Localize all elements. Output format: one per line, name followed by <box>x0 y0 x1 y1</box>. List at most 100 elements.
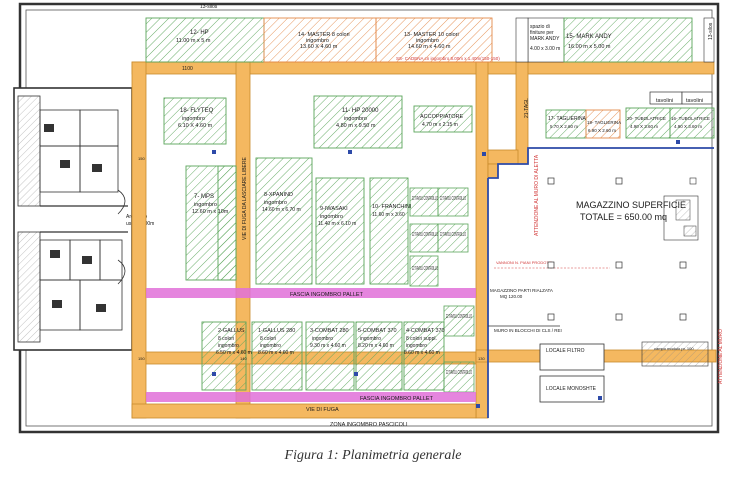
machine-master14 <box>263 17 377 63</box>
flyteq-dim: 6.10 X 4.60 m <box>178 123 213 129</box>
silos-right-label: 13-silos <box>708 22 714 40</box>
taglierina19-dim: 6.90 X 2.60 m <box>588 128 616 133</box>
master14-label: 14- MASTER 8 colori <box>298 32 350 38</box>
combat3-dim: 9.30 m x 4.60 m <box>310 343 346 349</box>
mps-sub: ingombro <box>194 202 217 208</box>
fascia-pallet-top <box>146 288 476 298</box>
taglierina17-label: 17- TAGLIERINA <box>548 116 587 122</box>
mps-dim: 12.60 m x 10m <box>192 209 229 215</box>
machine-hp20000 <box>313 95 403 149</box>
markandy-space-dim: 4.00 x 3.00 m <box>530 46 560 52</box>
machine-combat4 <box>403 321 445 391</box>
master14-sub: ingombro <box>306 38 329 44</box>
combat5-label: 5-COMBAT 370 <box>358 328 397 334</box>
tavoli-label-7: 22 TAVOLI CONTROLLO <box>446 370 472 376</box>
machine-gallus2 <box>201 321 247 391</box>
attenzione-right-label: ATTENZIONE AL MURO <box>718 329 724 384</box>
locale-filtro-label: LOCALE FILTRO <box>546 348 585 354</box>
hp12-dim: 11.00 m x 5 m <box>176 38 211 44</box>
master13-label: 13- MASTER 10 colori <box>404 32 459 38</box>
extinguisher-marks <box>212 140 680 408</box>
tubolatrice20-dim: 4.90 X 3.60 m <box>630 124 658 129</box>
dim-1100: 1100 <box>182 66 193 72</box>
machine-combat3 <box>305 321 355 391</box>
gallus1-b: ingombro <box>260 343 281 349</box>
tavolini-2-label: tavolini <box>686 98 703 104</box>
machine-iwasaki <box>315 177 365 285</box>
machine-tubolatrice20 <box>625 107 671 139</box>
iwasaki-label: 9-IWASAKI <box>320 206 348 212</box>
muro-label: MURO IN BLOCCHI DI CLS / REI <box>494 328 562 333</box>
accoppiatore-label: ACCOPPIATORE <box>420 114 464 120</box>
gallus1-a: 8 colori <box>260 336 276 342</box>
fascia-pallet-bottom <box>146 392 476 402</box>
hp20000-dim: 4.80 m x 9.50 m <box>336 123 376 129</box>
machine-xpanind <box>255 157 313 285</box>
xpanind-sub: ingombro <box>264 200 287 206</box>
combat5-dim: 8.20 m x 4.60 m <box>358 343 394 349</box>
machine-taglierina19 <box>585 109 621 139</box>
office-block <box>13 87 133 351</box>
zona-pascicoli-label: ZONA INGOMBRO PASCICOLI <box>330 422 408 428</box>
fascia-pallet-bottom-label: FASCIA INGOMBRO PALLET <box>360 396 434 402</box>
vie-fuga-label: VIE DI FUGA <box>306 407 339 413</box>
fascia-pallet-top-label: FASCIA INGOMBRO PALLET <box>290 292 364 298</box>
gallus1-dim: 8.60 m x 4.60 m <box>258 350 294 356</box>
machine-mps-ext <box>217 165 237 281</box>
warehouse-pillars <box>547 177 687 321</box>
tubolatrice16-label: 16- TUBOLATRICE <box>671 116 710 121</box>
combat4-b: ingombro <box>406 343 427 349</box>
master14-dim: 13.60 X 4.60 m <box>300 44 338 50</box>
iwasaki-dim: 11.40 m x 6.10 m <box>318 221 356 227</box>
tubolatrice16-dim: 4.90 X 3.60 m <box>674 124 702 129</box>
machine-tubolatrice16 <box>669 107 715 139</box>
warehouse-wall <box>488 147 714 179</box>
campo-label: campo modulo pr. 100 <box>654 346 694 351</box>
silos-top-label: 13-silos <box>200 4 218 10</box>
franchini-label: 10- FRANCHINI <box>372 204 412 210</box>
machine-franchini <box>369 177 409 285</box>
tavolini-2 <box>681 91 713 105</box>
combat3-label: 3-COMBAT 280 <box>310 328 349 334</box>
flyteq-sub: ingombro <box>182 116 205 122</box>
spazio3-label: MARK ANDY <box>530 36 560 42</box>
gallus2-dim: 6.50 m x 4.60 m <box>216 350 252 356</box>
vie-fuga-vert-label: VIE DI FUGA DA LASCIARE LIBERE <box>242 157 248 240</box>
locale-monoshte <box>539 375 605 403</box>
taglierina17-dim: 5.70 X 2.60 m <box>550 124 578 129</box>
tavoli-label-5: 22 TAVOLI CONTROLLO <box>412 266 438 272</box>
locale-monoshte-label: LOCALE MONOSHTE <box>546 386 597 392</box>
combat5-a: ingombro <box>360 336 381 342</box>
taglierina19-label: 19- TAGLIERINA <box>587 120 621 125</box>
gallus2-b: ingombro <box>218 343 239 349</box>
magazzino-title: MAGAZZINO SUPERFICIE <box>576 200 686 210</box>
gallus2-label: 2-GALLUS <box>218 328 245 334</box>
machine-flyteq <box>163 97 227 145</box>
tavoli-label-6: 22 TAVOLI CONTROLLO <box>446 314 472 320</box>
machine-gallus1 <box>251 321 303 391</box>
machine-accoppiatore <box>413 105 473 133</box>
hp20000-sub: ingombro <box>344 116 367 122</box>
tavoli-label-1: 22 TAVOLI CONTROLLO <box>412 196 438 202</box>
tavoli-label-2: 22 TAVOLI CONTROLLO <box>440 196 466 202</box>
gallus1-label: 1-GALLUS 280 <box>258 328 295 334</box>
magazzino-parti-label: MAGAZZINO PARTI RIALZATA <box>490 288 553 293</box>
accoppiatore-dim: 4.70 m x 2.15 m <box>422 122 458 128</box>
machine-markandy-space <box>527 17 565 63</box>
master13-dim: 14.60 m x 4.60 m <box>408 44 451 50</box>
figure-caption: Figura 1: Planimetria generale <box>284 448 462 463</box>
tubolatrice20-label: 20- TUBOLATRICE <box>627 116 666 121</box>
master13-sub: ingombro <box>416 38 439 44</box>
attenzione-label: ATTENZIONE AL MURO DI ALETTA <box>534 154 540 236</box>
flyteq-label: 18- FLYTEQ <box>180 108 214 114</box>
tavoli-label-3: 22 TAVOLI CONTROLLO <box>412 232 438 238</box>
locale-filtro <box>539 343 605 371</box>
markandy-label: 15- MARK ANDY <box>566 34 612 40</box>
combat4-dim: 8.60 m x 4.60 m <box>404 350 440 356</box>
hp20000-label: 11- HP 20000 <box>342 108 379 114</box>
combat4-label: 4-COMBAT 370 <box>406 328 445 334</box>
combat4-a: 8 colori suppl. <box>406 336 437 342</box>
combat3-a: ingombro <box>312 336 333 342</box>
dim-150-b: 150 <box>138 356 145 361</box>
